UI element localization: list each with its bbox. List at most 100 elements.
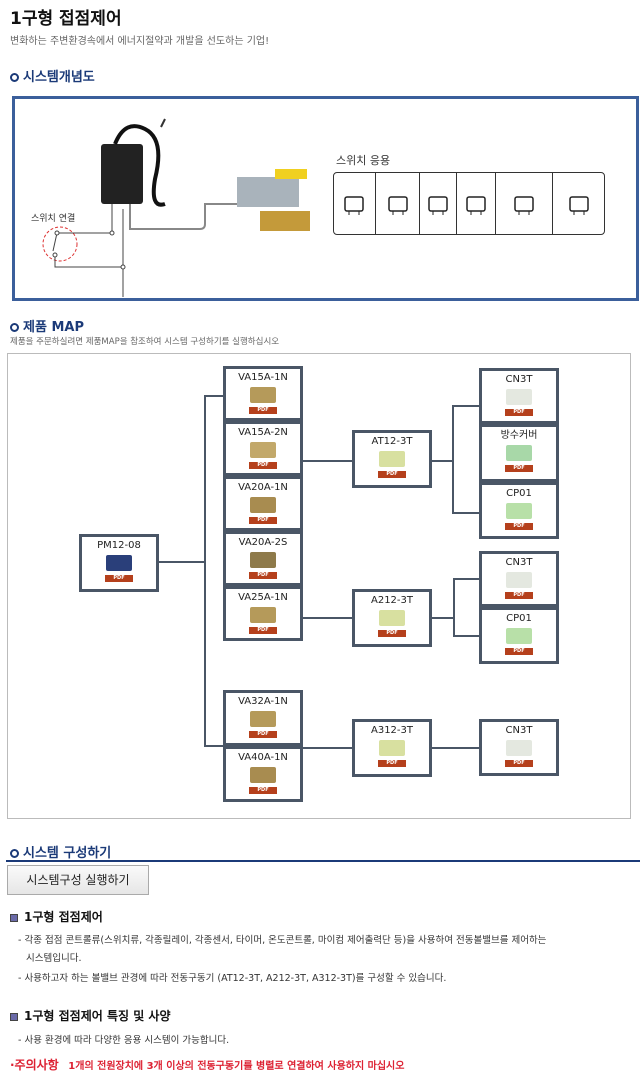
product-box[interactable]: AT12-3T PDF xyxy=(352,430,432,488)
ball-valve-icon xyxy=(260,211,310,231)
connector-line xyxy=(158,561,205,563)
product-box[interactable]: CN3T PDF xyxy=(479,719,559,776)
square-bullet-icon xyxy=(10,913,18,922)
s1-line1: - 각종 접점 콘트롤류(스위치류, 각종릴레이, 각종센서, 타이머, 온도콘… xyxy=(18,935,547,946)
product-image xyxy=(250,607,276,623)
connector-line xyxy=(204,395,223,397)
product-image xyxy=(379,610,405,626)
pdf-link[interactable]: PDF xyxy=(505,648,533,655)
connector-line xyxy=(432,747,479,749)
product-name: VA40A-1N xyxy=(238,752,288,763)
product-name: CN3T xyxy=(505,374,533,385)
product-box[interactable]: A212-3T PDF xyxy=(352,589,432,647)
actuator-icon xyxy=(237,177,299,207)
pdf-link[interactable]: PDF xyxy=(249,627,277,634)
s2-line1: - 사용 환경에 따라 다양한 응용 시스템이 가능합니다. xyxy=(18,1035,230,1046)
connector-line xyxy=(303,617,352,619)
product-name: 방수커버 xyxy=(500,430,538,441)
pdf-link[interactable]: PDF xyxy=(105,575,133,582)
pdf-link[interactable]: PDF xyxy=(378,630,406,637)
product-box[interactable]: VA32A-1N PDF xyxy=(223,690,303,746)
product-box[interactable]: VA15A-1N PDF xyxy=(223,366,303,421)
rocker-switch-icon xyxy=(376,173,421,234)
pdf-link[interactable]: PDF xyxy=(249,517,277,524)
s1-line2: - 사용하고자 하는 볼밸브 관경에 따라 전동구동기 (AT12-3T, A2… xyxy=(18,973,447,984)
circle-bullet-icon xyxy=(10,849,19,858)
caution-label: ·주의사항 xyxy=(10,1058,59,1072)
map-heading-text: 제품 MAP xyxy=(23,320,84,335)
product-image xyxy=(250,552,276,568)
switch-circle-icon xyxy=(42,226,78,262)
product-image xyxy=(250,767,276,783)
product-name: VA15A-1N xyxy=(238,372,288,383)
pdf-link[interactable]: PDF xyxy=(378,760,406,767)
config-heading-text: 시스템 구성하기 xyxy=(23,846,112,861)
product-image xyxy=(379,740,405,756)
product-image xyxy=(506,740,532,756)
pdf-link[interactable]: PDF xyxy=(505,592,533,599)
product-image xyxy=(506,572,532,588)
pdf-link[interactable]: PDF xyxy=(249,731,277,738)
pdf-link[interactable]: PDF xyxy=(249,787,277,794)
concept-heading: 시스템개념도 xyxy=(10,66,95,85)
concept-heading-text: 시스템개념도 xyxy=(23,70,95,85)
section-title-2-text: 1구형 접점제어 특징 및 사양 xyxy=(24,1009,171,1023)
connector-line xyxy=(204,395,206,747)
run-system-config-button[interactable]: 시스템구성 실행하기 xyxy=(7,865,149,895)
product-name: A212-3T xyxy=(370,595,413,606)
connector-line xyxy=(452,405,454,513)
section-title-2: 1구형 접점제어 특징 및 사양 xyxy=(10,1007,171,1024)
product-box[interactable]: VA20A-1N PDF xyxy=(223,476,303,531)
product-name: CN3T xyxy=(505,557,533,568)
map-heading: 제품 MAP xyxy=(10,316,84,335)
product-box[interactable]: CN3T PDF xyxy=(479,551,559,607)
pdf-link[interactable]: PDF xyxy=(249,407,277,414)
product-image xyxy=(506,389,532,405)
ic-chip-icon xyxy=(457,173,496,234)
product-box[interactable]: 방수커버 PDF xyxy=(479,424,559,482)
product-name: CP01 xyxy=(506,488,532,499)
product-box[interactable]: VA15A-2N PDF xyxy=(223,421,303,476)
connector-line xyxy=(453,578,455,636)
product-image xyxy=(250,711,276,727)
pdf-link[interactable]: PDF xyxy=(249,572,277,579)
product-box[interactable]: CP01 PDF xyxy=(479,482,559,539)
product-box[interactable]: VA20A-2S PDF xyxy=(223,531,303,586)
page-title: 1구형 접점제어 xyxy=(10,9,122,29)
power-adapter-icon xyxy=(101,144,143,204)
switch-apps-label: 스위치 응용 xyxy=(336,154,391,167)
product-name: VA25A-1N xyxy=(238,592,288,603)
caution-note: ·주의사항 1개의 전원장치에 3개 이상의 전동구동기를 병렬로 연결하여 사… xyxy=(10,1056,404,1073)
pdf-link[interactable]: PDF xyxy=(249,462,277,469)
product-box[interactable]: CN3T PDF xyxy=(479,368,559,424)
pdf-link[interactable]: PDF xyxy=(505,523,533,530)
pdf-link[interactable]: PDF xyxy=(505,760,533,767)
product-box[interactable]: VA40A-1N PDF xyxy=(223,746,303,802)
product-map-frame xyxy=(7,353,631,819)
product-image xyxy=(506,503,532,519)
product-box[interactable]: A312-3T PDF xyxy=(352,719,432,777)
product-name: CN3T xyxy=(505,725,533,736)
product-box[interactable]: CP01 PDF xyxy=(479,607,559,664)
product-box[interactable]: PM12-08 PDF xyxy=(79,534,159,592)
product-box[interactable]: VA25A-1N PDF xyxy=(223,586,303,641)
connector-line xyxy=(432,460,453,462)
product-image xyxy=(506,445,532,461)
section-title-1-text: 1구형 접점제어 xyxy=(24,910,103,924)
map-description: 제품을 주문하실려면 제품MAP을 참조하여 시스템 구성하기를 실행하십시오 xyxy=(10,337,280,347)
switch-apps-strip xyxy=(333,172,605,235)
circle-bullet-icon xyxy=(10,73,19,82)
connector-line xyxy=(204,745,223,747)
pdf-link[interactable]: PDF xyxy=(505,465,533,472)
product-name: VA32A-1N xyxy=(238,696,288,707)
pdf-link[interactable]: PDF xyxy=(378,471,406,478)
wiring-diagram xyxy=(42,118,310,297)
relay-icon xyxy=(420,173,458,234)
product-name: CP01 xyxy=(506,613,532,624)
pdf-link[interactable]: PDF xyxy=(505,409,533,416)
product-image xyxy=(506,628,532,644)
product-image xyxy=(250,442,276,458)
product-image xyxy=(106,555,132,571)
page-subtitle: 변화하는 주변환경속에서 에너지절약과 개발을 선도하는 기업! xyxy=(10,36,270,47)
micro-switch-icon xyxy=(334,173,376,234)
